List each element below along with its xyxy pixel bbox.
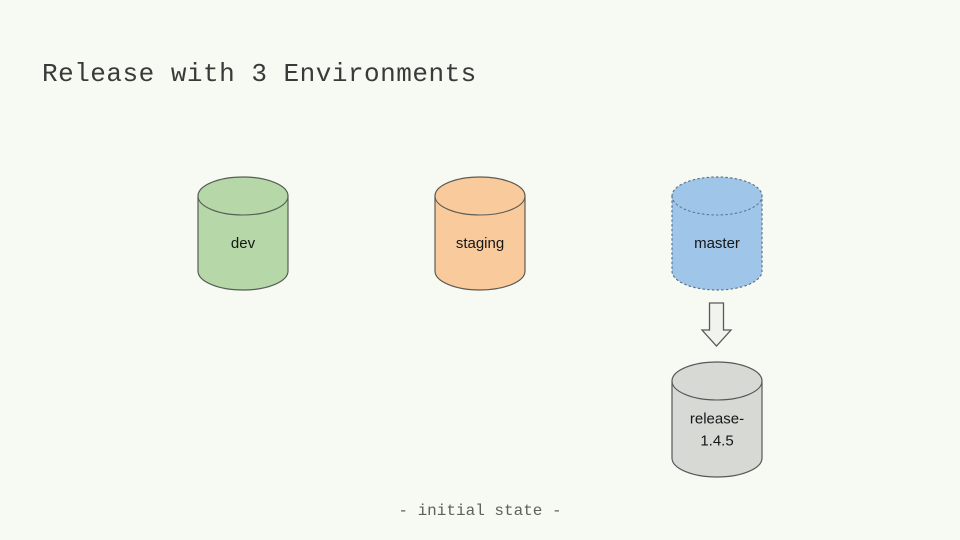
slide-title: Release with 3 Environments xyxy=(42,59,477,89)
cylinder-master: master xyxy=(671,176,763,291)
cylinder-body-dev xyxy=(197,176,289,291)
cylinder-label-dev: dev xyxy=(231,235,256,252)
cylinder-dev: dev xyxy=(197,176,289,291)
cylinder-lid-dev xyxy=(197,195,289,216)
cylinder-lid-staging xyxy=(434,195,526,216)
cylinder-label-release: release-1.4.5 xyxy=(690,410,744,449)
cylinder-label-staging: staging xyxy=(456,235,504,252)
cylinder-body-staging xyxy=(434,176,526,291)
cylinder-release: release-1.4.5 xyxy=(671,361,763,478)
arrow-down-icon xyxy=(700,302,733,347)
cylinder-body-release xyxy=(671,361,763,478)
cylinder-label-master: master xyxy=(694,235,740,252)
cylinder-body-master xyxy=(671,176,763,291)
slide-caption: - initial state - xyxy=(398,502,562,520)
cylinder-lid-release xyxy=(671,380,763,401)
cylinder-staging: staging xyxy=(434,176,526,291)
cylinder-lid-master xyxy=(671,195,763,216)
